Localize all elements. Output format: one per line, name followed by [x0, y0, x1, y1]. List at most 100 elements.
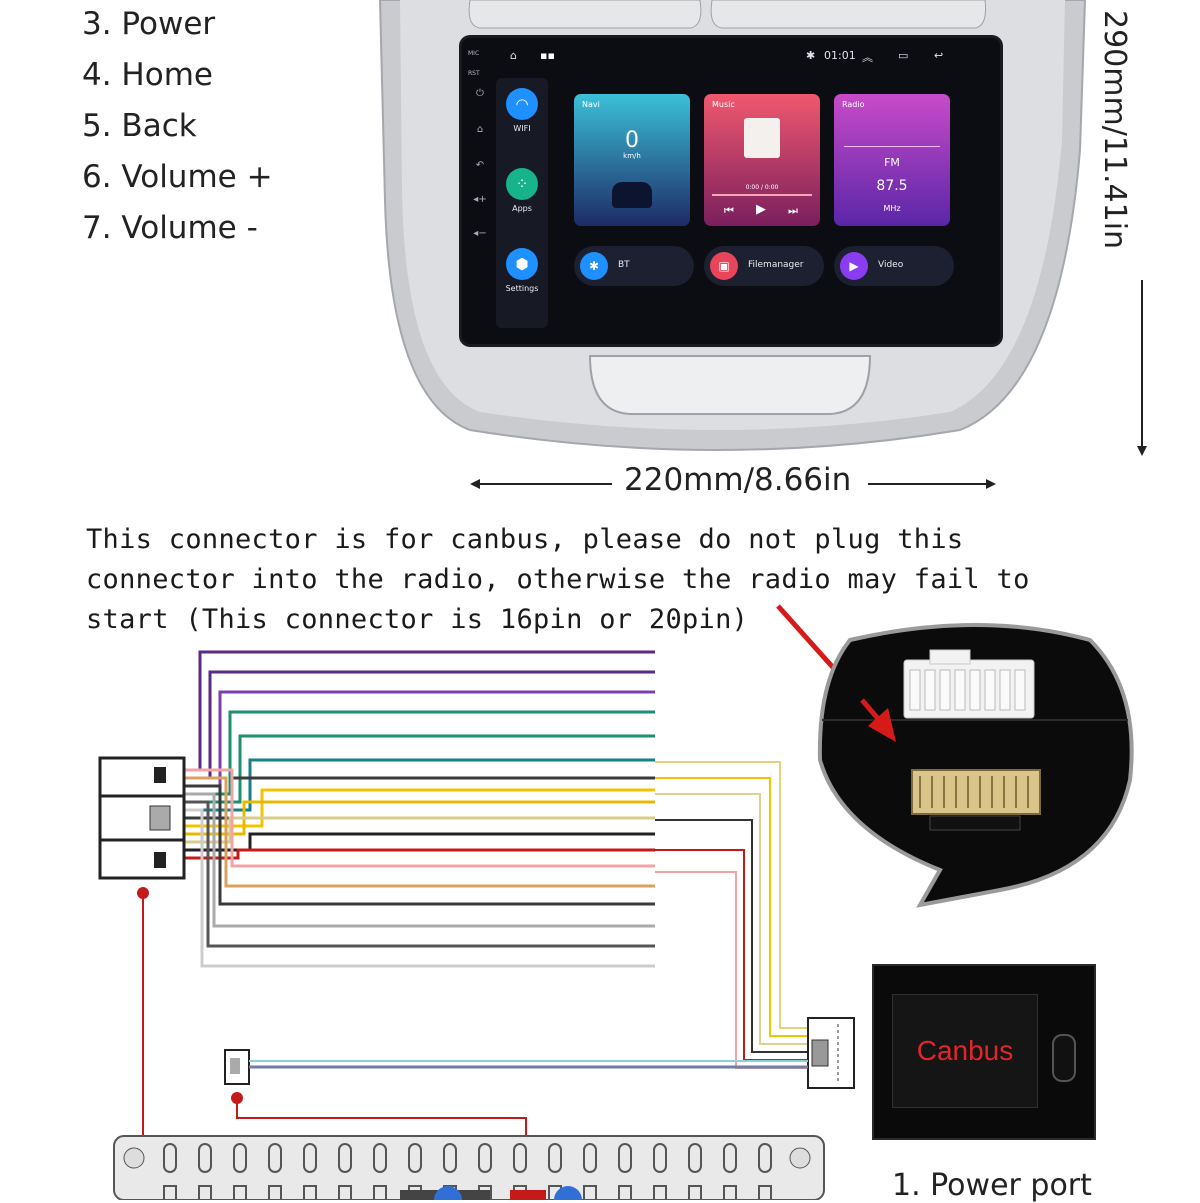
vent-left	[468, 0, 702, 29]
canbus-wire	[655, 777, 808, 1037]
vent-slot	[268, 1185, 282, 1200]
navi-speed-unit: km/h	[623, 152, 641, 160]
radio-frequency: 87.5	[876, 178, 908, 194]
back-key-icon[interactable]: ↶	[475, 160, 485, 171]
dock-app-apps[interactable]: ⁘ Apps	[502, 168, 542, 213]
list-item-power: 3. Power	[82, 6, 216, 42]
wire	[184, 788, 655, 828]
plug-pin	[999, 669, 1011, 711]
wire	[184, 670, 655, 780]
wire	[184, 776, 655, 888]
navi-speed: 0	[625, 128, 639, 153]
play-icon[interactable]: ▶	[756, 202, 766, 217]
apps-grid-icon: ⁘	[506, 168, 538, 200]
shortcut-label: BT	[618, 260, 630, 270]
plug-pin	[909, 669, 921, 711]
music-card[interactable]: Music 0:00 / 0:00 ⏮ ▶ ⏭	[704, 94, 820, 226]
width-dimension-label: 220mm/8.66in	[620, 462, 856, 498]
clock-time: 01:01	[824, 49, 856, 62]
vent-slot	[513, 1143, 527, 1173]
lower-slot	[588, 355, 872, 415]
navi-card[interactable]: Navi 0 km/h	[574, 94, 690, 226]
vent-slot	[233, 1143, 247, 1173]
dock-app-label: WIFI	[513, 124, 531, 133]
wire	[184, 768, 655, 868]
vent-slot	[198, 1185, 212, 1200]
shortcut-video[interactable]: ▶ Video	[834, 246, 954, 286]
plug-pin	[969, 669, 981, 711]
small-connector	[224, 1049, 250, 1085]
plug-pin	[984, 669, 996, 711]
plug-pin	[939, 669, 951, 711]
canbus-side-connector	[807, 1017, 855, 1089]
canbus-port-icon	[1052, 1034, 1076, 1082]
list-item-back: 5. Back	[82, 108, 197, 144]
music-time: 0:00 / 0:00	[745, 184, 779, 191]
vent-slot	[373, 1185, 387, 1200]
window-icon[interactable]: ▭	[898, 49, 909, 62]
canbus-plug-zoom-bubble	[817, 623, 1134, 908]
folder-icon: ▣	[710, 252, 738, 280]
vent-slot	[758, 1143, 772, 1173]
wire	[184, 734, 655, 804]
wire	[184, 758, 655, 812]
volume-down-key-icon[interactable]: ◂−	[473, 228, 487, 239]
wire	[184, 800, 655, 948]
home-status-icon[interactable]: ⌂	[510, 49, 517, 62]
canbus-label-panel: Canbus	[892, 994, 1038, 1108]
vent-slot	[688, 1185, 702, 1200]
vent-slot	[688, 1143, 702, 1173]
vent-slot	[583, 1143, 597, 1173]
return-icon[interactable]: ↩	[934, 49, 944, 62]
previous-track-icon[interactable]: ⏮	[724, 204, 734, 217]
dock-app-label: Settings	[505, 284, 539, 293]
music-progress[interactable]	[712, 194, 812, 196]
plug-pin	[1014, 669, 1026, 711]
recent-apps-icon[interactable]: ▪▪	[540, 49, 555, 62]
vent-slot	[408, 1143, 422, 1173]
dock-app-label: Apps	[512, 204, 532, 213]
vent-slot	[583, 1185, 597, 1200]
vent-slot	[618, 1185, 632, 1200]
vent-slot	[303, 1185, 317, 1200]
vent-slot	[618, 1143, 632, 1173]
shortcut-bt[interactable]: ✱ BT	[574, 246, 694, 286]
vent-slot	[653, 1185, 667, 1200]
vent-slot	[653, 1143, 667, 1173]
expand-icon[interactable]: ︽	[862, 51, 873, 64]
width-arrow-right-head	[986, 479, 996, 489]
home-key-icon[interactable]: ⌂	[476, 124, 484, 135]
vent-slot	[443, 1143, 457, 1173]
width-arrow-left-head	[470, 479, 480, 489]
next-track-icon[interactable]: ⏭	[788, 204, 798, 217]
dock-app-wifi[interactable]: ◠ WIFI	[502, 88, 542, 133]
list-item-home: 4. Home	[82, 57, 213, 93]
radio-card-title: Radio	[842, 100, 865, 109]
wire	[184, 690, 655, 788]
status-bar: ⌂ ▪▪ ✱ 01:01 ︽ ▭ ↩	[462, 38, 1000, 72]
volume-up-key-icon[interactable]: ◂+	[473, 194, 487, 205]
wire	[184, 832, 655, 852]
head-unit-rear-panel	[113, 1135, 825, 1200]
canbus-wire	[655, 819, 808, 1053]
bluetooth-status-icon: ✱	[806, 49, 816, 62]
head-unit-screen: ⌂ ▪▪ ✱ 01:01 ︽ ▭ ↩ MIC RST ⏻ ⌂ ↶ ◂+ ◂− ◠…	[462, 38, 1000, 344]
power-key-icon[interactable]: ⏻	[476, 88, 484, 99]
radio-card[interactable]: Radio FM 87.5 MHz	[834, 94, 950, 226]
vent-slot	[373, 1143, 387, 1173]
wire	[184, 808, 655, 968]
video-icon: ▶	[840, 252, 868, 280]
plug-pin	[954, 669, 966, 711]
vent-slot	[233, 1185, 247, 1200]
canbus-label: Canbus	[916, 1035, 1014, 1066]
dock-app-settings[interactable]: ⬢ Settings	[502, 248, 542, 293]
vent-right	[710, 0, 986, 29]
canbus-wire	[655, 761, 808, 1029]
wire	[184, 816, 655, 844]
vent-slot	[338, 1143, 352, 1173]
height-arrow-head	[1137, 446, 1147, 456]
shortcut-filemanager[interactable]: ▣ Filemanager	[704, 246, 824, 286]
wire	[184, 776, 655, 820]
vent-slot	[163, 1143, 177, 1173]
plug-pin	[924, 669, 936, 711]
